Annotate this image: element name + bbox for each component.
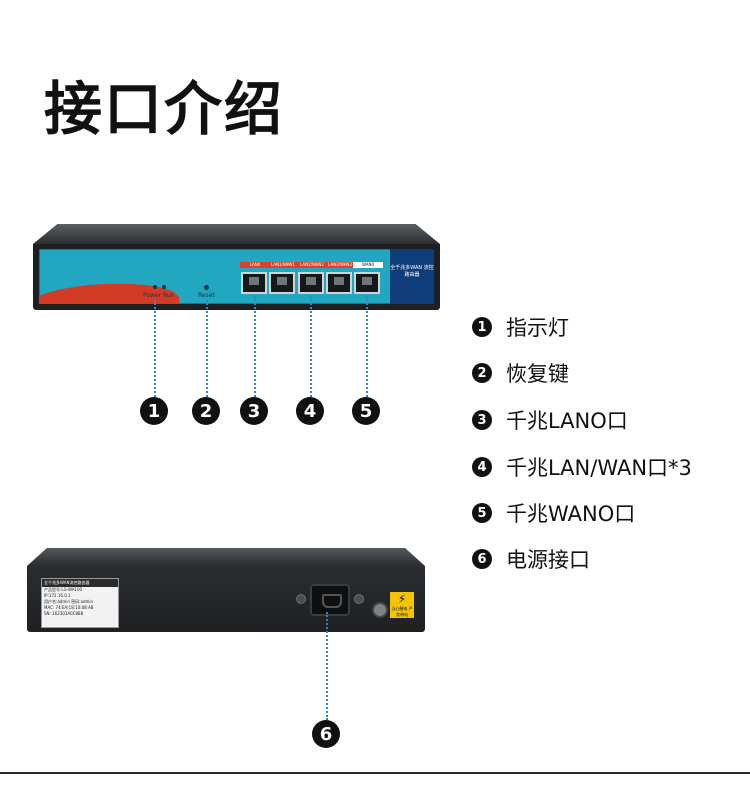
power-led-icon bbox=[153, 285, 157, 289]
reset-label: Reset bbox=[198, 292, 215, 299]
ethernet-port-lan2 bbox=[298, 272, 324, 294]
leader-line-2 bbox=[206, 300, 208, 397]
led-label: Power Run bbox=[143, 292, 175, 299]
legend-label: 电源接口 bbox=[506, 548, 590, 572]
legend-number: 4 bbox=[472, 457, 492, 477]
router-rear-top-cover bbox=[27, 548, 425, 566]
spec-label-line: MAC: 74:EA:C8:10:08:AB bbox=[44, 605, 94, 610]
spec-label-line: SN: 162301A0C888 bbox=[44, 611, 84, 616]
ethernet-port-lan3 bbox=[326, 272, 352, 294]
legend-label: 千兆LAN/WAN口*3 bbox=[506, 456, 692, 480]
legend-item-2: 2 恢复键 bbox=[472, 358, 569, 388]
spec-label-line: IP:172.16.0.1 bbox=[44, 593, 71, 598]
legend-item-6: 6 电源接口 bbox=[472, 544, 590, 574]
callout-2: 2 bbox=[192, 397, 220, 425]
legend-item-4: 4 千兆LAN/WAN口*3 bbox=[472, 452, 692, 482]
ground-terminal-icon bbox=[372, 602, 388, 618]
callout-4: 4 bbox=[296, 397, 324, 425]
spec-label-line: 用户名:admin 密码:admin bbox=[44, 599, 94, 604]
port-tag-lan2: LAN2/WAN2 bbox=[297, 262, 327, 268]
leader-line-3 bbox=[254, 296, 256, 397]
legend-item-1: 1 指示灯 bbox=[472, 312, 569, 342]
badge-text: 全千兆多WAN 流控路由器 bbox=[390, 265, 434, 278]
product-badge: 全千兆多WAN 流控路由器 bbox=[390, 249, 434, 304]
ethernet-port-wan0 bbox=[354, 272, 380, 294]
legend-item-5: 5 千兆WANO口 bbox=[472, 498, 635, 528]
port-tag-lan0: LAN0 bbox=[240, 262, 270, 268]
legend-number: 2 bbox=[472, 363, 492, 383]
leader-line-4 bbox=[310, 296, 312, 397]
power-socket bbox=[310, 584, 350, 616]
legend-label: 千兆WANO口 bbox=[506, 502, 636, 526]
product-spec-label: 全千兆多WAN流控路由器 产品型号:LG-WA100 IP:172.16.0.1… bbox=[41, 578, 119, 628]
legend-number: 1 bbox=[472, 317, 492, 337]
warning-text: 当心触电 严禁带电 bbox=[391, 606, 413, 617]
leader-line-6 bbox=[326, 612, 328, 720]
callout-5: 5 bbox=[352, 397, 380, 425]
port-tag-lan3: LAN3/WAN3 bbox=[325, 262, 355, 268]
page-title: 接口介绍 bbox=[44, 75, 285, 143]
leader-line-1 bbox=[154, 300, 156, 397]
legend-number: 5 bbox=[472, 503, 492, 523]
reset-button-hole bbox=[204, 285, 209, 290]
run-led-icon bbox=[162, 285, 166, 289]
router-top-cover bbox=[33, 224, 440, 244]
legend-label: 千兆LANO口 bbox=[506, 409, 628, 433]
legend-label: 恢复键 bbox=[506, 362, 569, 386]
ethernet-port-lan1 bbox=[269, 272, 295, 294]
legend-label: 指示灯 bbox=[506, 316, 569, 340]
legend-number: 6 bbox=[472, 549, 492, 569]
ethernet-port-lan0 bbox=[241, 272, 267, 294]
port-tag-lan1: LAN1/WAN1 bbox=[268, 262, 298, 268]
screw-icon bbox=[296, 594, 306, 604]
leader-line-5 bbox=[366, 296, 368, 397]
high-voltage-warning-icon: ⚡ 当心触电 严禁带电 bbox=[390, 592, 414, 618]
legend-item-3: 3 千兆LANO口 bbox=[472, 405, 628, 435]
port-tag-wan0: WAN0 bbox=[353, 262, 383, 268]
callout-1: 1 bbox=[140, 397, 168, 425]
callout-6: 6 bbox=[312, 720, 340, 748]
legend-number: 3 bbox=[472, 410, 492, 430]
callout-3: 3 bbox=[240, 397, 268, 425]
screw-icon bbox=[354, 594, 364, 604]
bottom-divider bbox=[0, 772, 750, 774]
spec-label-title: 全千兆多WAN流控路由器 bbox=[42, 579, 118, 587]
spec-label-line: 产品型号:LG-WA100 bbox=[44, 587, 83, 592]
